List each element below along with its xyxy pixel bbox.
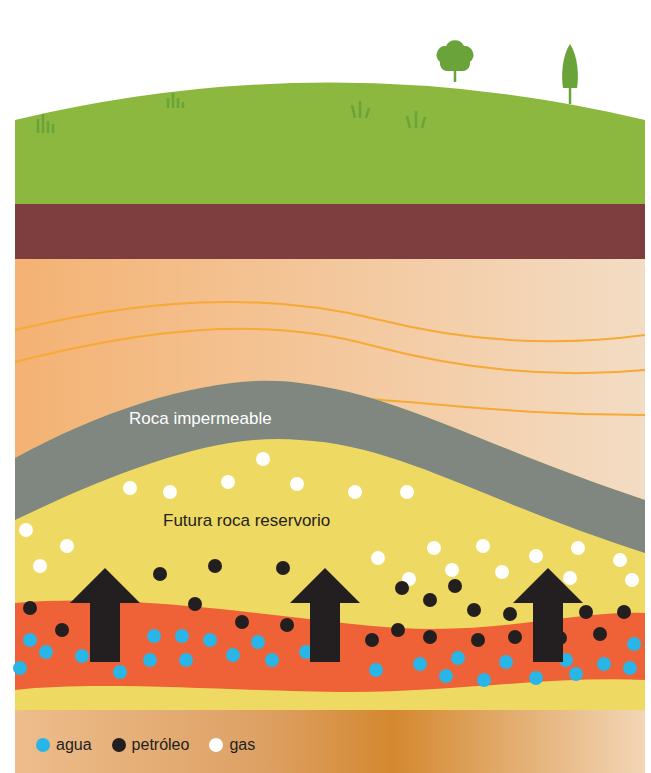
soil-layer	[15, 204, 645, 259]
water-dot	[143, 653, 157, 667]
oil-dot	[579, 605, 593, 619]
oil-dot	[471, 633, 485, 647]
oil-dot	[23, 601, 37, 615]
vegetation	[38, 40, 578, 133]
legend-swatch	[36, 738, 50, 752]
water-dot	[451, 651, 465, 665]
water-dot	[39, 645, 53, 659]
fluid-dots	[13, 452, 641, 687]
gas-dot	[60, 539, 74, 553]
oil-dot	[365, 633, 379, 647]
legend-item: agua	[36, 736, 92, 754]
water-dot	[623, 661, 637, 675]
reservoir-layer	[15, 381, 645, 710]
gas-dot	[613, 553, 627, 567]
layer-name: Futura roca reservorio	[163, 511, 333, 531]
water-dot	[627, 637, 641, 651]
oil-dot	[617, 605, 631, 619]
water-dot	[179, 653, 193, 667]
gas-dot	[123, 481, 137, 495]
water-dot	[175, 629, 189, 643]
water-dot	[147, 629, 161, 643]
oil-dot	[448, 579, 462, 593]
oil-dot	[276, 561, 290, 575]
oil-dot	[508, 630, 522, 644]
impermeable-band	[15, 381, 645, 553]
legend-label: agua	[56, 736, 92, 754]
gas-dot	[495, 565, 509, 579]
gas-dot	[163, 485, 177, 499]
water-dot	[369, 663, 383, 677]
water-dot	[75, 649, 89, 663]
gas-dot	[348, 485, 362, 499]
water-dot	[23, 633, 37, 647]
oil-dot	[467, 603, 481, 617]
gas-dot	[290, 477, 304, 491]
legend-label: gas	[229, 736, 255, 754]
gas-dot	[529, 549, 543, 563]
water-dot	[477, 673, 491, 687]
water-dot	[251, 635, 265, 649]
water-dot	[499, 655, 513, 669]
gas-dot	[427, 541, 441, 555]
gas-dot	[19, 452, 639, 587]
impermeable-rock-label: Roca impermeable	[128, 408, 275, 430]
gas-dot	[19, 523, 33, 537]
gas-dot	[371, 551, 385, 565]
legend-swatch	[112, 738, 126, 752]
oil-dot	[153, 567, 167, 581]
legend-label: petróleo	[132, 736, 190, 754]
oil-dot	[391, 623, 405, 637]
gas-dot	[445, 563, 459, 577]
gas-dot	[476, 539, 490, 553]
water-dot	[13, 661, 27, 675]
oil-dot	[208, 559, 222, 573]
water-dot	[226, 648, 240, 662]
legend-swatch	[209, 738, 223, 752]
gas-dot	[33, 559, 47, 573]
oil-dot	[280, 618, 294, 632]
up-arrow	[513, 568, 583, 662]
oil-dot	[503, 607, 517, 621]
layer-name: Roca impermeable	[129, 409, 274, 429]
water-dot	[569, 667, 583, 681]
water-dot	[113, 665, 127, 679]
oil-dot	[423, 630, 437, 644]
oil-dot	[423, 593, 437, 607]
oil-dot	[593, 627, 607, 641]
oil-dot	[55, 623, 69, 637]
gas-dot	[571, 541, 585, 555]
gas-dot	[221, 475, 235, 489]
water-dot	[439, 669, 453, 683]
gas-dot	[625, 573, 639, 587]
legend: agua petróleo gas	[36, 736, 255, 754]
up-arrow	[70, 568, 140, 662]
legend-item: gas	[209, 736, 255, 754]
up-arrow	[290, 568, 360, 662]
migration-arrows	[70, 568, 583, 662]
water-dot	[265, 653, 279, 667]
rock-ground	[15, 258, 645, 773]
legend-item: petróleo	[112, 736, 190, 754]
gas-dot	[256, 452, 270, 466]
water-dot	[203, 633, 217, 647]
grass-surface	[15, 83, 645, 206]
gas-dot	[563, 571, 577, 585]
oil-dot	[395, 581, 409, 595]
reservoir-rock-label: Futura roca reservorio	[162, 510, 334, 532]
water-dot	[529, 671, 543, 685]
oil-dot	[188, 597, 202, 611]
oil-dot	[235, 615, 249, 629]
water-dot	[597, 657, 611, 671]
water-dot	[413, 657, 427, 671]
gas-dot	[400, 485, 414, 499]
